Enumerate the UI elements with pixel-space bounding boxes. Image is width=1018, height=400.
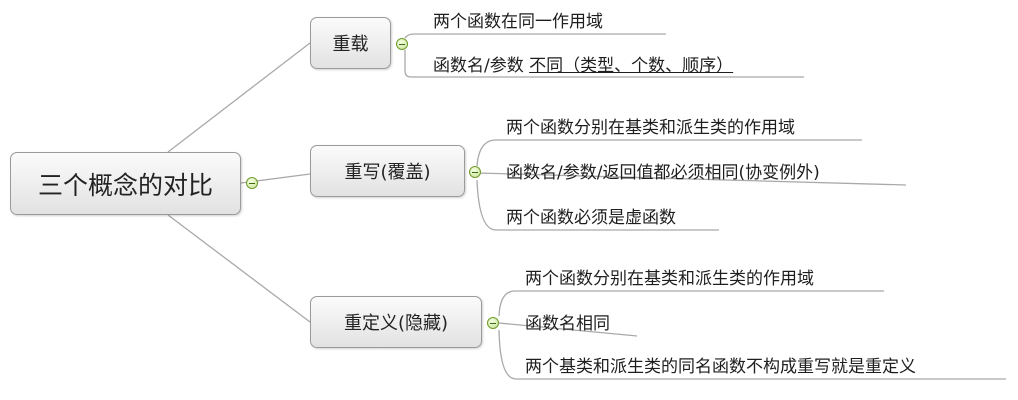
leaf-item: 两个函数在同一作用域 <box>433 12 603 32</box>
branch-label: 重定义(隐藏) <box>343 313 449 334</box>
leaf-item: 两个函数分别在基类和派生类的作用域 <box>525 269 814 289</box>
leaf-item: 函数名相同 <box>525 314 610 334</box>
root-label: 三个概念的对比 <box>37 170 213 200</box>
edge-b2-items <box>476 139 907 231</box>
root-node[interactable]: 三个概念的对比 <box>10 152 241 215</box>
branch-label: 重写(覆盖) <box>344 162 431 183</box>
leaf-item: 两个函数必须是虚函数 <box>506 208 676 228</box>
leaf-item: 函数名/参数/返回值都必须相同(协变例外) <box>506 163 820 183</box>
edge-root-b3 <box>167 214 311 323</box>
collapse-toggle-icon[interactable] <box>396 38 408 50</box>
edge-b3-items <box>498 290 1006 380</box>
collapse-toggle-icon[interactable] <box>246 177 258 189</box>
leaf-item: 函数名/参数 不同（类型、个数、顺序） <box>433 56 734 76</box>
leaf-suffix: 不同（类型、个数、顺序） <box>529 56 734 76</box>
leaf-item: 两个基类和派生类的同名函数不构成重写就是重定义 <box>525 357 916 377</box>
collapse-toggle-icon[interactable] <box>469 166 481 178</box>
branch-node-redefine[interactable]: 重定义(隐藏) <box>310 296 482 348</box>
branch-label: 重载 <box>332 34 369 55</box>
edge-b1-items <box>404 33 804 78</box>
edge-root-b1 <box>167 42 311 153</box>
leaf-item: 两个函数分别在基类和派生类的作用域 <box>506 118 795 138</box>
collapse-toggle-icon[interactable] <box>487 317 499 329</box>
branch-node-overload[interactable]: 重载 <box>310 17 391 69</box>
branch-node-override[interactable]: 重写(覆盖) <box>310 145 465 197</box>
